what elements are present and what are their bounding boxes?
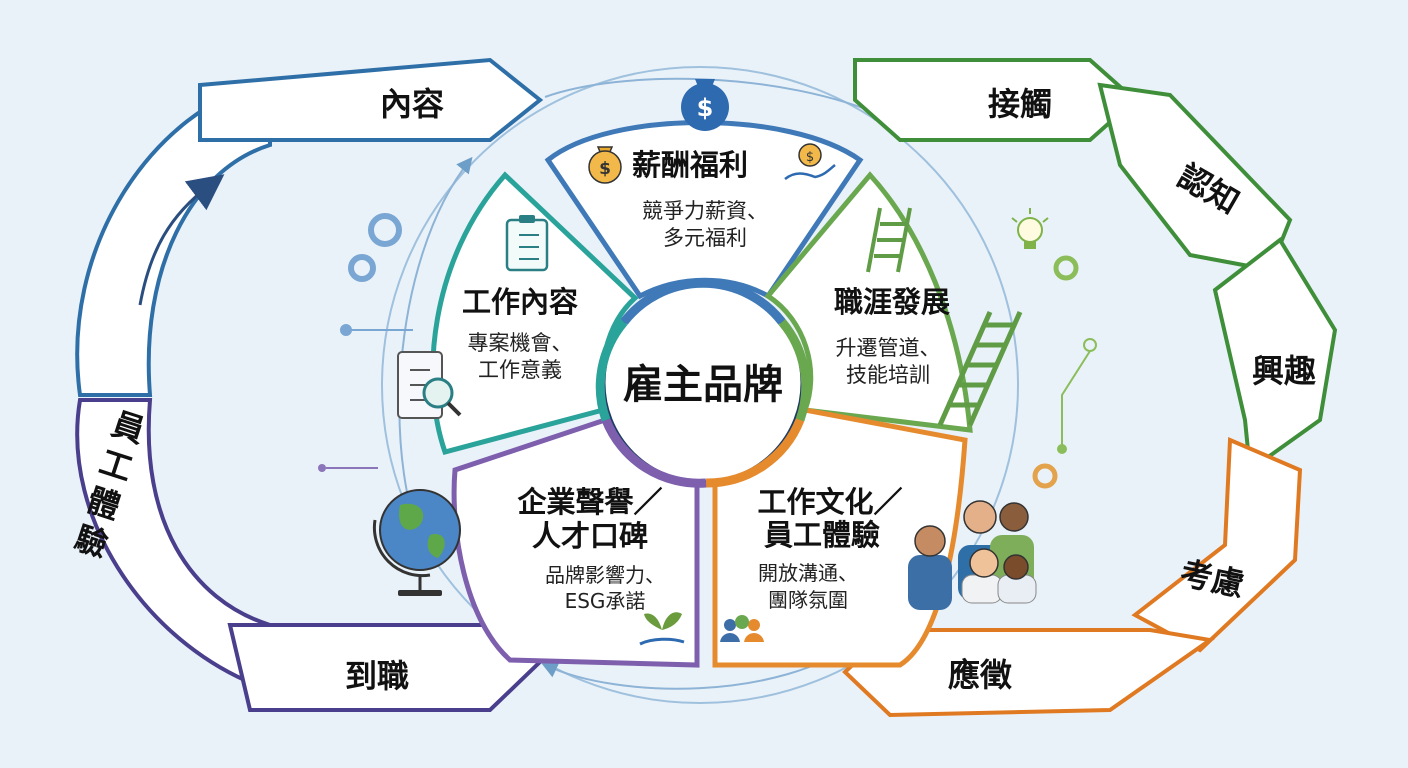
segment-title-culture-1: 工作文化／ [757, 485, 902, 519]
money-bag-small-icon: $ [588, 146, 622, 184]
segment-title-job-content: 工作內容 [462, 285, 578, 319]
hub-ring-blue [620, 278, 786, 325]
hand-coin-icon: $ [784, 143, 836, 181]
svg-text:$: $ [697, 94, 714, 122]
svg-text:$: $ [599, 159, 611, 179]
arrow-interest [1212, 237, 1338, 474]
right-cycle: 接觸 認知 興趣 考慮 應徵 [842, 58, 1338, 718]
clipboard-icon [505, 215, 549, 272]
segment-title-culture-2: 員工體驗 [764, 518, 880, 552]
stage-label-apply: 應徵 [948, 656, 1012, 694]
stage-label-interest: 興趣 [1252, 352, 1316, 390]
segment-desc-reputation-2: ESG承諾 [565, 589, 646, 613]
left-cycle: 內容 到職 員 工 體 驗 [70, 57, 544, 712]
ladder-large-icon [937, 310, 1023, 427]
svg-text:$: $ [806, 150, 814, 165]
hub-ring-green [778, 319, 811, 422]
segment-desc-culture-2: 團隊氛圍 [768, 588, 848, 612]
gear-orange-icon [1032, 463, 1058, 489]
node-lines-right [1057, 338, 1097, 454]
segment-title-reputation-1: 企業聲譽／ [517, 485, 662, 519]
stage-label-employee-exp: 員 工 體 驗 [70, 405, 149, 565]
segment-desc-career-2: 技能培訓 [846, 363, 930, 387]
arrow-content [198, 57, 544, 142]
gear-green-icon [1053, 255, 1079, 281]
center-flower: 雇主品牌 薪酬福利 競爭力薪資、 多元福利 職涯發展 升遷管道、 技能培訓 工作… [430, 120, 973, 668]
stage-label-employee-exp-4: 驗 [70, 519, 112, 565]
segment-desc-compensation-1: 競爭力薪資、 [642, 199, 768, 223]
arrow-consider [1131, 437, 1303, 653]
segment-desc-reputation-1: 品牌影響力、 [545, 563, 665, 587]
money-bag-icon: $ [681, 79, 729, 131]
stage-label-contact: 接觸 [988, 85, 1052, 123]
people-icon [908, 500, 1037, 610]
segment-desc-career-1: 升遷管道、 [836, 336, 941, 360]
lightbulb-icon [1011, 208, 1049, 249]
gear-icon [348, 213, 402, 282]
hub-ring-purple [601, 418, 707, 488]
cycle-direction-arrow [138, 174, 225, 306]
segment-desc-compensation-2: 多元福利 [663, 226, 747, 250]
segment-title-compensation: 薪酬福利 [632, 148, 748, 182]
segment-title-reputation-2: 人才口碑 [532, 519, 648, 553]
node-lines [318, 324, 413, 472]
segment-desc-job-content-2: 工作意義 [478, 358, 562, 382]
stage-label-onboard: 到職 [345, 657, 409, 695]
hub-ring-orange [705, 418, 805, 488]
segment-title-career: 職涯發展 [834, 285, 950, 319]
globe-icon [372, 489, 461, 596]
center-title: 雇主品牌 [623, 362, 783, 408]
arrow-contact [853, 58, 1139, 142]
team-icon [720, 615, 764, 642]
checklist-magnifier-icon [397, 351, 462, 419]
segment-desc-job-content-1: 專案機會、 [468, 331, 573, 355]
ladder-icon [866, 207, 912, 273]
hub-ring-teal [595, 319, 628, 422]
plant-hand-icon [639, 612, 685, 646]
segment-desc-culture-1: 開放溝通、 [758, 561, 858, 585]
segment-career [764, 171, 973, 433]
stage-label-content: 內容 [380, 85, 444, 123]
arrow-onboard [227, 623, 544, 712]
